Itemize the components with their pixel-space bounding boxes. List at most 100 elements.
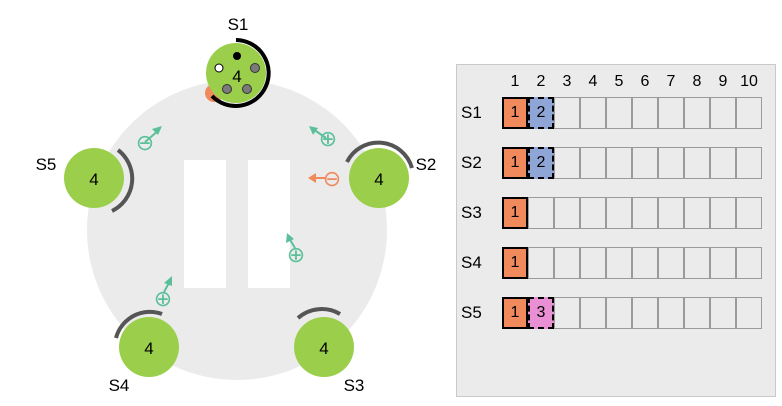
server-s2-node — [349, 148, 409, 208]
server-s5-timer-arc — [111, 148, 135, 213]
log-empty-cell — [684, 97, 710, 129]
vote-dot-s3 — [242, 84, 252, 94]
log-empty-cell — [606, 147, 632, 179]
message-symbol: ⊕ — [154, 286, 172, 311]
log-empty-cell — [736, 147, 762, 179]
log-empty-cell — [658, 197, 684, 229]
log-empty-cell — [658, 147, 684, 179]
log-empty-cell — [554, 97, 580, 129]
log-column-number: 2 — [536, 73, 546, 90]
server-s2-term: 4 — [374, 170, 383, 189]
log-empty-cell — [632, 297, 658, 329]
pause-bar-right — [248, 160, 290, 288]
cluster-ring — [87, 80, 387, 380]
message-from-s5[interactable]: ⊖ — [136, 126, 162, 155]
log-empty-cell — [736, 197, 762, 229]
server-s2[interactable]: 4 S2 — [345, 140, 437, 208]
server-s5-node — [64, 148, 124, 208]
log-column-number: 3 — [562, 73, 572, 90]
log-column-number: 7 — [666, 73, 676, 90]
log-empty-cell — [710, 247, 736, 279]
server-s4-timer-arc — [114, 309, 163, 339]
log-empty-cell — [710, 147, 736, 179]
log-column-number: 6 — [640, 73, 650, 90]
server-s5[interactable]: 4 S5 — [36, 148, 135, 213]
log-empty-cell — [684, 197, 710, 229]
message-symbol: ⊕ — [287, 242, 305, 267]
log-empty-cell — [580, 247, 606, 279]
server-s4[interactable]: 4 S4 — [109, 309, 179, 395]
server-s3[interactable]: 4 S3 — [294, 307, 365, 395]
log-entry: 1 — [502, 247, 528, 279]
log-empty-cell — [580, 147, 606, 179]
log-empty-cell — [684, 247, 710, 279]
log-empty-cell — [710, 197, 736, 229]
log-empty-cell — [736, 247, 762, 279]
log-empty-cell — [580, 197, 606, 229]
log-row-label: S3 — [461, 203, 482, 222]
server-s1-timer-arc — [210, 38, 271, 108]
log-empty-cell — [554, 297, 580, 329]
message-symbol: ⊖ — [136, 130, 154, 155]
vote-dot-s4 — [222, 84, 232, 94]
server-s5-label: S5 — [36, 155, 57, 174]
log-row-label: S4 — [461, 253, 482, 272]
log-empty-cell — [528, 197, 554, 229]
log-empty-cell — [580, 297, 606, 329]
message-to-s2[interactable]: ⊖ — [308, 166, 341, 191]
log-empty-cell — [554, 197, 580, 229]
message-symbol: ⊕ — [319, 126, 337, 151]
server-s3-node — [294, 317, 354, 377]
log-empty-cell — [528, 247, 554, 279]
log-empty-cell — [658, 297, 684, 329]
log-column-number: 9 — [718, 73, 728, 90]
log-row-label: S5 — [461, 303, 482, 322]
log-empty-cell — [632, 247, 658, 279]
log-empty-cell — [632, 97, 658, 129]
log-entry: 1 — [502, 197, 528, 229]
log-empty-cell — [658, 247, 684, 279]
log-empty-cell — [632, 197, 658, 229]
server-s4-node — [119, 317, 179, 377]
server-s5-term: 4 — [89, 170, 98, 189]
log-entry: 3 — [528, 297, 554, 329]
server-s1-label: S1 — [228, 15, 249, 34]
log-empty-cell — [606, 247, 632, 279]
server-s1-term: 4 — [232, 67, 241, 86]
log-column-number: 4 — [588, 73, 598, 90]
log-entry: 2 — [528, 97, 554, 129]
log-entry: 1 — [502, 147, 528, 179]
log-entry: 1 — [502, 97, 528, 129]
message-to-s1[interactable]: ⊕ — [309, 126, 337, 151]
message-symbol: ⊖ — [323, 166, 341, 191]
server-s4-term: 4 — [144, 339, 153, 358]
server-s1[interactable]: 4 S1 — [205, 15, 271, 108]
message-from-s4[interactable]: ⊕ — [154, 276, 172, 311]
log-empty-cell — [736, 97, 762, 129]
log-empty-cell — [554, 247, 580, 279]
log-empty-cell — [606, 97, 632, 129]
vote-dot-s5 — [214, 63, 224, 73]
vote-dot-s1 — [233, 52, 241, 60]
log-empty-cell — [554, 147, 580, 179]
log-column-number: 10 — [740, 73, 758, 90]
server-s3-term: 4 — [319, 339, 328, 358]
log-column-number: 8 — [692, 73, 702, 90]
server-s3-timer-arc — [296, 307, 342, 320]
server-s4-label: S4 — [109, 376, 130, 395]
log-empty-cell — [606, 197, 632, 229]
log-empty-cell — [684, 297, 710, 329]
log-column-number: 5 — [614, 73, 624, 90]
vote-dot-s2 — [250, 63, 260, 73]
server-s2-label: S2 — [416, 155, 437, 174]
log-empty-cell — [684, 147, 710, 179]
log-row-label: S2 — [461, 153, 482, 172]
cluster-diagram: 4 S1 4 S2 4 S3 4 S4 4 S5 ⊖ ⊕ — [36, 15, 437, 395]
message-from-s3[interactable]: ⊕ — [286, 233, 305, 267]
log-entry: 1 — [502, 297, 528, 329]
server-s3-label: S3 — [344, 376, 365, 395]
log-empty-cell — [606, 297, 632, 329]
log-entry: 2 — [528, 147, 554, 179]
server-s2-timer-arc — [345, 140, 414, 169]
